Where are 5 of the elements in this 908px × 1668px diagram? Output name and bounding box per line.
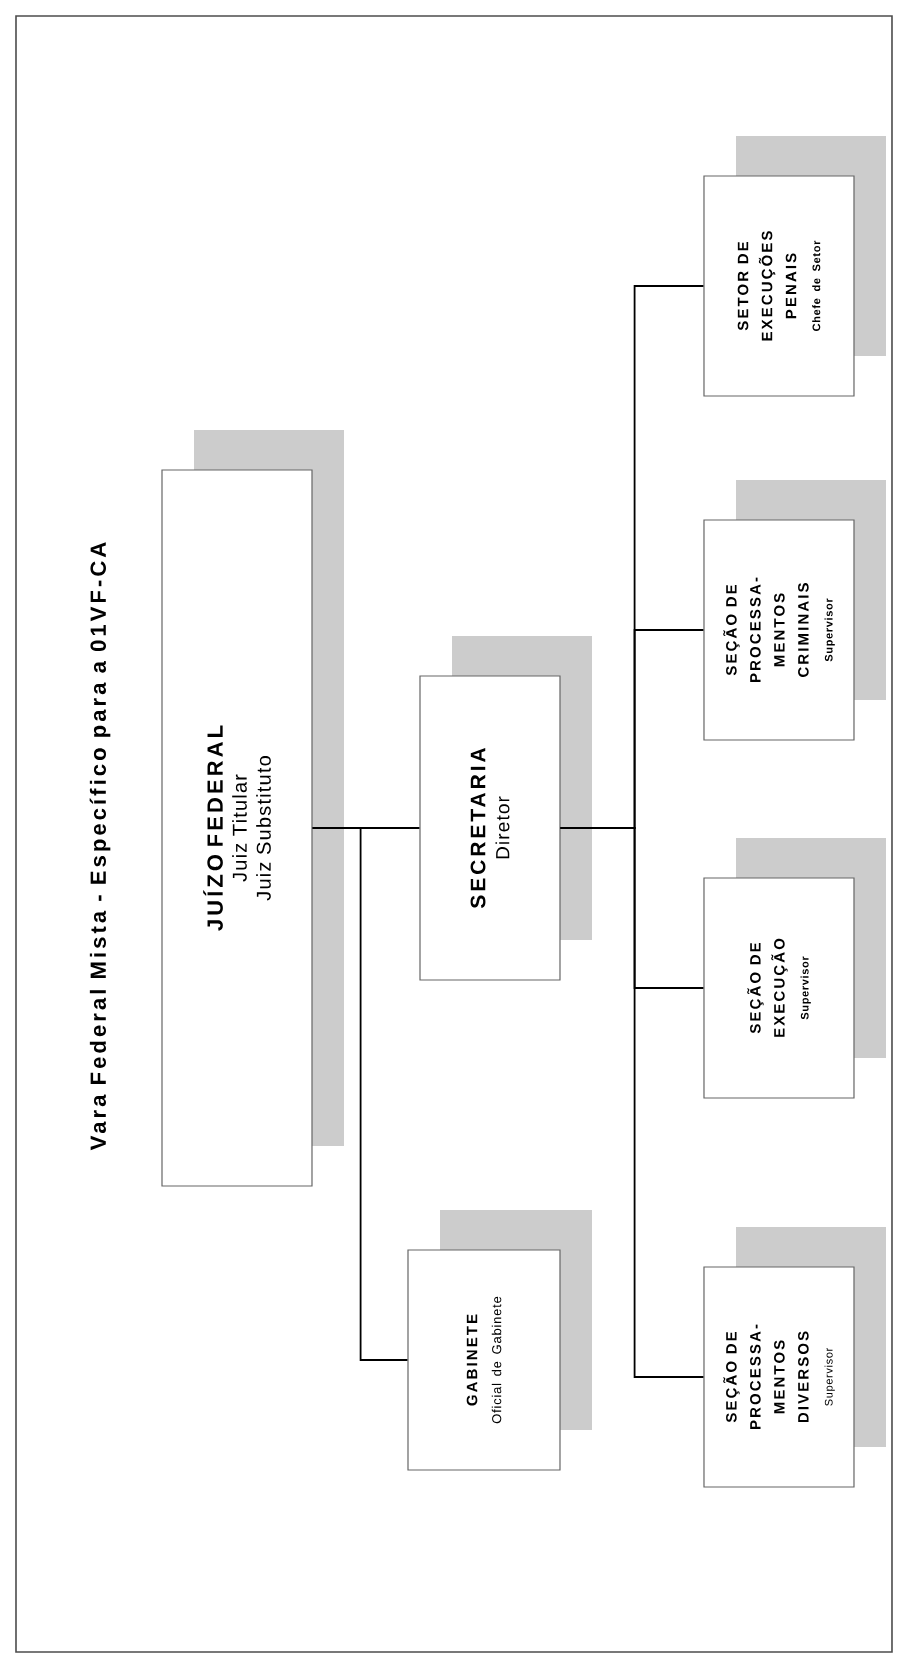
org-box: JUÍZO FEDERAL Juiz Titular Juiz Substituto	[161, 430, 344, 1187]
connector-line	[311, 827, 409, 1361]
title: Vara Federal Mista - Específico para a 01VF-CA	[89, 542, 111, 1151]
connector-line	[559, 827, 705, 1378]
org-box: SECRETARIA Diretor	[419, 636, 592, 981]
